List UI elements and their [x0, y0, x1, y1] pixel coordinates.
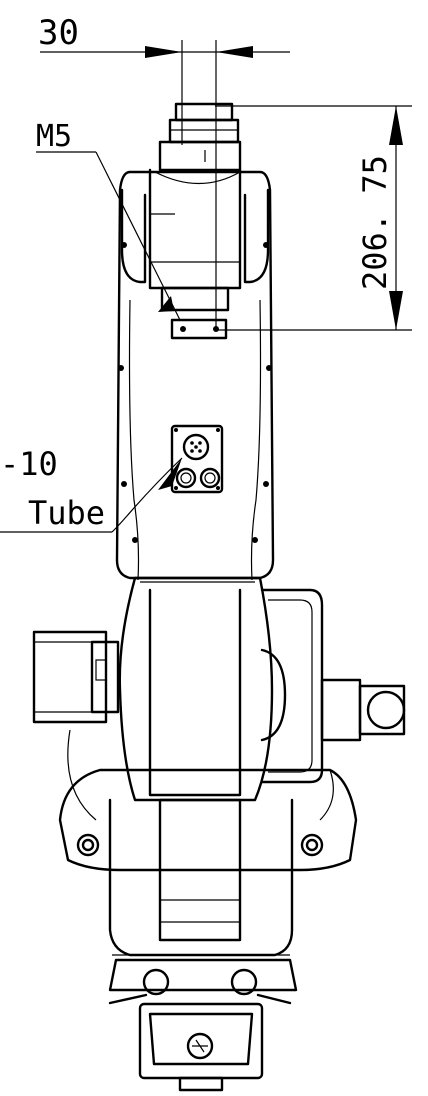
label-m5-leader: M5	[36, 119, 181, 321]
base	[58, 768, 358, 957]
label-left-top: -10	[0, 445, 58, 483]
dimension-30-text: 30	[38, 13, 79, 53]
elbow-joint	[32, 576, 406, 821]
label-tube-leader: -10 Tube	[0, 445, 183, 533]
dimension-30: 30	[38, 13, 290, 330]
label-left-bottom: Tube	[28, 494, 105, 532]
upper-arm	[115, 168, 275, 581]
top-flange	[158, 102, 242, 172]
dimension-206-75-text: 206. 75	[356, 155, 394, 290]
connector-panel	[170, 424, 224, 494]
bottom-connectors	[108, 958, 298, 1092]
dimension-206-75: 206. 75	[215, 105, 412, 331]
label-m5: M5	[36, 119, 72, 154]
